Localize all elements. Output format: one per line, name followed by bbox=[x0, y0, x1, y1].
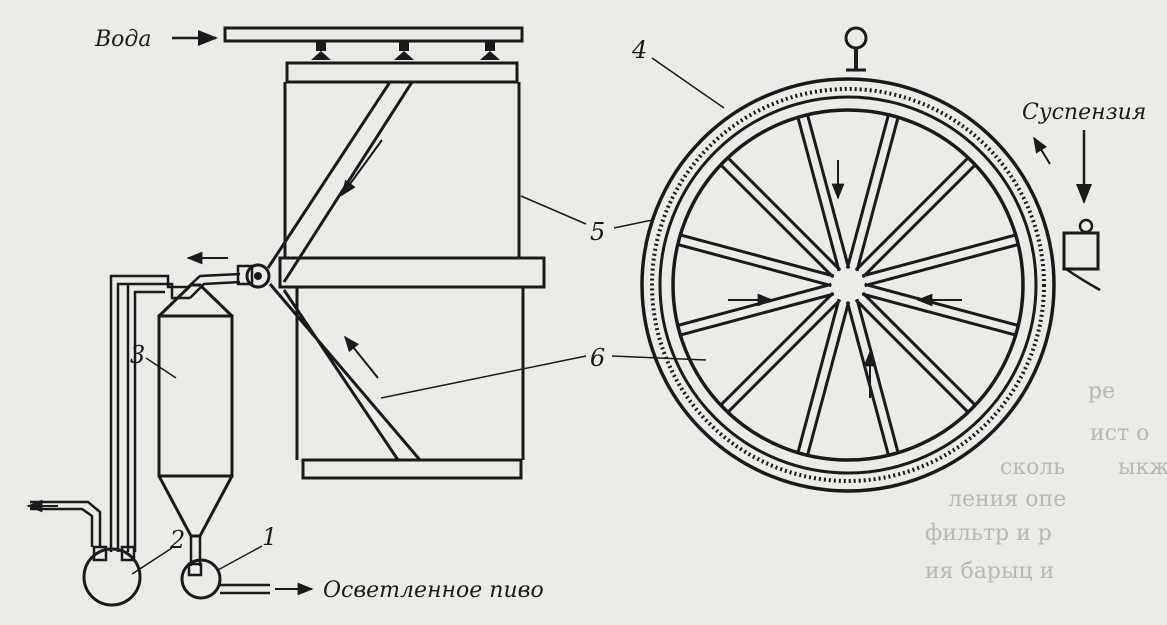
leader-5a bbox=[520, 195, 587, 225]
wheel-spoke bbox=[861, 291, 977, 407]
suspension-inlet-box bbox=[1062, 218, 1101, 292]
wheel-spoke bbox=[677, 243, 832, 288]
leader-2 bbox=[131, 547, 173, 575]
label-1: 1 bbox=[262, 523, 277, 551]
drum-shaft bbox=[278, 256, 546, 289]
bleed-text-5: ления опе bbox=[948, 487, 1066, 512]
wheel-spoke bbox=[845, 114, 890, 269]
wheel-spoke bbox=[679, 292, 835, 337]
flow-arrow-up bbox=[343, 335, 379, 379]
label-6: 6 bbox=[590, 344, 605, 372]
wheel-spoke bbox=[845, 301, 890, 456]
suspension-label: Суспензия bbox=[1022, 100, 1146, 125]
wheel-spoke bbox=[861, 292, 1017, 337]
clarified-beer-label: Осветленное пиво bbox=[323, 578, 544, 603]
wheel-spoke bbox=[679, 233, 835, 278]
wheel-spoke bbox=[796, 116, 841, 272]
spray-nozzle bbox=[480, 41, 500, 60]
swivel-joint bbox=[236, 263, 271, 289]
wheel-spoke bbox=[861, 233, 1017, 278]
filter-drum-side-view bbox=[266, 61, 546, 480]
bleed-text-6: фильтр и р bbox=[925, 521, 1052, 546]
spray-nozzle bbox=[311, 41, 331, 60]
beer-pump bbox=[180, 558, 270, 600]
wheel-spokes bbox=[677, 114, 1019, 456]
filter-drum-end-view bbox=[640, 26, 1101, 493]
wheel-spoke bbox=[719, 291, 835, 407]
water-spray-pipe bbox=[223, 26, 524, 60]
wheel-spoke bbox=[861, 163, 977, 279]
bleed-text-7: ия барыц и bbox=[925, 559, 1054, 584]
separator-vessel bbox=[157, 283, 234, 566]
flow-arrow-down bbox=[341, 139, 383, 197]
bleed-through-text: ре ист о сколь ыкж ления опе фильтр и р … bbox=[925, 379, 1167, 584]
wheel-spoke bbox=[806, 114, 851, 269]
wheel-spoke bbox=[726, 156, 842, 272]
wheel-spoke bbox=[854, 156, 970, 272]
label-5: 5 bbox=[590, 218, 605, 246]
label-3: 3 bbox=[130, 341, 145, 369]
wheel-spoke bbox=[719, 163, 835, 279]
bleed-text-3: сколь bbox=[1000, 455, 1065, 480]
bleed-text-2: ист о bbox=[1090, 421, 1149, 446]
wheel-spoke bbox=[854, 298, 970, 414]
bleed-text-1: ре bbox=[1088, 379, 1115, 404]
leader-1 bbox=[217, 545, 263, 571]
leader-6a bbox=[380, 355, 587, 399]
leader-3 bbox=[145, 357, 177, 379]
rotation-arrow bbox=[1033, 136, 1051, 165]
wheel-spoke bbox=[806, 301, 851, 456]
label-2: 2 bbox=[169, 526, 185, 554]
bleed-text-4: ыкж bbox=[1118, 455, 1167, 480]
vacuum-pump bbox=[30, 500, 142, 607]
wheel-spoke bbox=[796, 298, 841, 454]
wheel-spoke bbox=[855, 116, 900, 272]
wheel-spoke bbox=[726, 298, 842, 414]
wheel-spoke bbox=[855, 298, 900, 454]
water-label: Вода bbox=[94, 27, 151, 52]
spray-nozzle bbox=[394, 41, 414, 60]
leader-5b bbox=[613, 219, 653, 229]
top-hook bbox=[844, 26, 868, 72]
label-4: 4 bbox=[631, 36, 647, 64]
wheel-spoke bbox=[677, 282, 832, 327]
leader-4 bbox=[651, 57, 725, 109]
leader-6b bbox=[611, 355, 707, 361]
wheel-spoke bbox=[864, 282, 1019, 327]
wheel-spoke bbox=[864, 243, 1019, 288]
